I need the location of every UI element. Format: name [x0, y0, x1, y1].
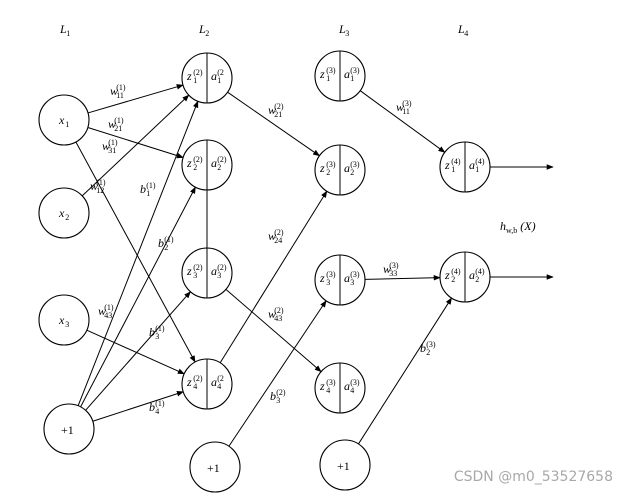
l3-unit-3-a: a(3)3	[344, 270, 360, 287]
weight-w21_1: w(1)21	[108, 116, 124, 133]
l3-unit-1-a: a(3)1	[344, 66, 360, 83]
weight-w43_2: w(2)43	[268, 306, 284, 323]
watermark: CSDN @m0_53527658	[453, 469, 613, 485]
bias-node-l1-label: +1	[61, 423, 74, 437]
input-node-3	[38, 294, 90, 346]
edge-x1-z2	[87, 127, 184, 159]
input-node-3-label: x3	[58, 313, 69, 329]
bias-node-l2	[189, 441, 241, 493]
layer-title-4: L4	[457, 22, 468, 38]
l3-unit-3-z: z(3)3	[319, 270, 336, 287]
bias-node-l1	[43, 403, 95, 455]
l3-unit-4-a: a(3)4	[344, 378, 360, 395]
l3-unit-2-z: z(3)2	[319, 160, 336, 177]
layer-title-1: L1	[59, 22, 70, 38]
weight-b3_1: b(1)3	[149, 324, 165, 341]
edge-x1-z4	[75, 141, 196, 363]
edge-a3-l3z4	[225, 288, 322, 373]
input-node-1	[38, 94, 90, 146]
bias-node-l3-label: +1	[337, 459, 350, 473]
edge-b-z2	[80, 186, 196, 408]
edges	[75, 84, 554, 447]
layer-title-3: L3	[338, 22, 349, 38]
l2-unit-3-z: z(2)3	[186, 263, 203, 280]
layer-title-2: L2	[198, 22, 209, 38]
edge-l3a3-l4z2	[364, 274, 441, 281]
weight-w21_2: w(2)21	[268, 102, 284, 119]
weight-w11_1: w(1)11	[110, 83, 126, 100]
l3-unit-1-z: z(3)1	[319, 66, 336, 83]
edge-b-z3	[85, 291, 191, 411]
weight-w11_3: w(3)11	[396, 99, 412, 116]
input-node-2	[38, 187, 90, 239]
weight-w43_1: w(1)43	[98, 303, 114, 320]
edge-b2-l3z3	[228, 300, 327, 447]
edge-b3-l4z2	[358, 297, 452, 445]
weight-w33_3: w(3)33	[383, 261, 399, 278]
bias-node-l2-label: +1	[207, 461, 220, 475]
l4-unit-2-z: z(4)2	[444, 267, 461, 284]
l4-unit-1-a: a(4)1	[469, 157, 485, 174]
edge-l3a1-l4z1	[359, 90, 446, 153]
edge-b-z1	[77, 100, 199, 406]
weight-b3_2: b(2)3	[270, 388, 286, 405]
nodes	[38, 50, 491, 493]
input-node-2-label: x2	[58, 206, 69, 222]
weight-b2_1: b(1)2	[158, 235, 174, 252]
l3-unit-2-a: a(3)2	[344, 160, 360, 177]
weight-w24_2: w(2)24	[268, 228, 284, 245]
output-hypothesis: hw,b(X)	[500, 219, 536, 235]
l2-unit-4-z: z(2)4	[186, 374, 203, 391]
l2-unit-3-a: a(2)3	[211, 263, 227, 280]
input-node-1-label: x1	[58, 113, 69, 129]
l2-unit-2-a: a(2)2	[211, 155, 227, 172]
weight-w31_1: w(1)31	[102, 138, 118, 155]
edge-x3-z4	[86, 329, 185, 375]
edge-x2-z1	[81, 94, 190, 197]
l2-unit-2-z: z(2)2	[186, 155, 203, 172]
bias-node-l3	[319, 439, 371, 491]
l2-unit-1-z: z(2)1	[186, 68, 203, 85]
weight-w12_1: w(1)12	[90, 178, 106, 195]
edge-x1-z1	[87, 84, 184, 114]
edge-a4-l3z2	[219, 190, 328, 364]
weight-b1_1: b(1)1	[140, 181, 156, 198]
l3-unit-4-z: z(3)4	[319, 378, 336, 395]
edge-b-z4	[92, 391, 184, 422]
l4-unit-2-a: a(4)2	[469, 267, 485, 284]
weight-b4_1: b(1)4	[149, 399, 165, 416]
edge-a1-l3z2	[227, 91, 321, 157]
weight-b2_3: b(3)2	[420, 340, 436, 357]
l4-unit-1-z: z(4)1	[444, 157, 461, 174]
